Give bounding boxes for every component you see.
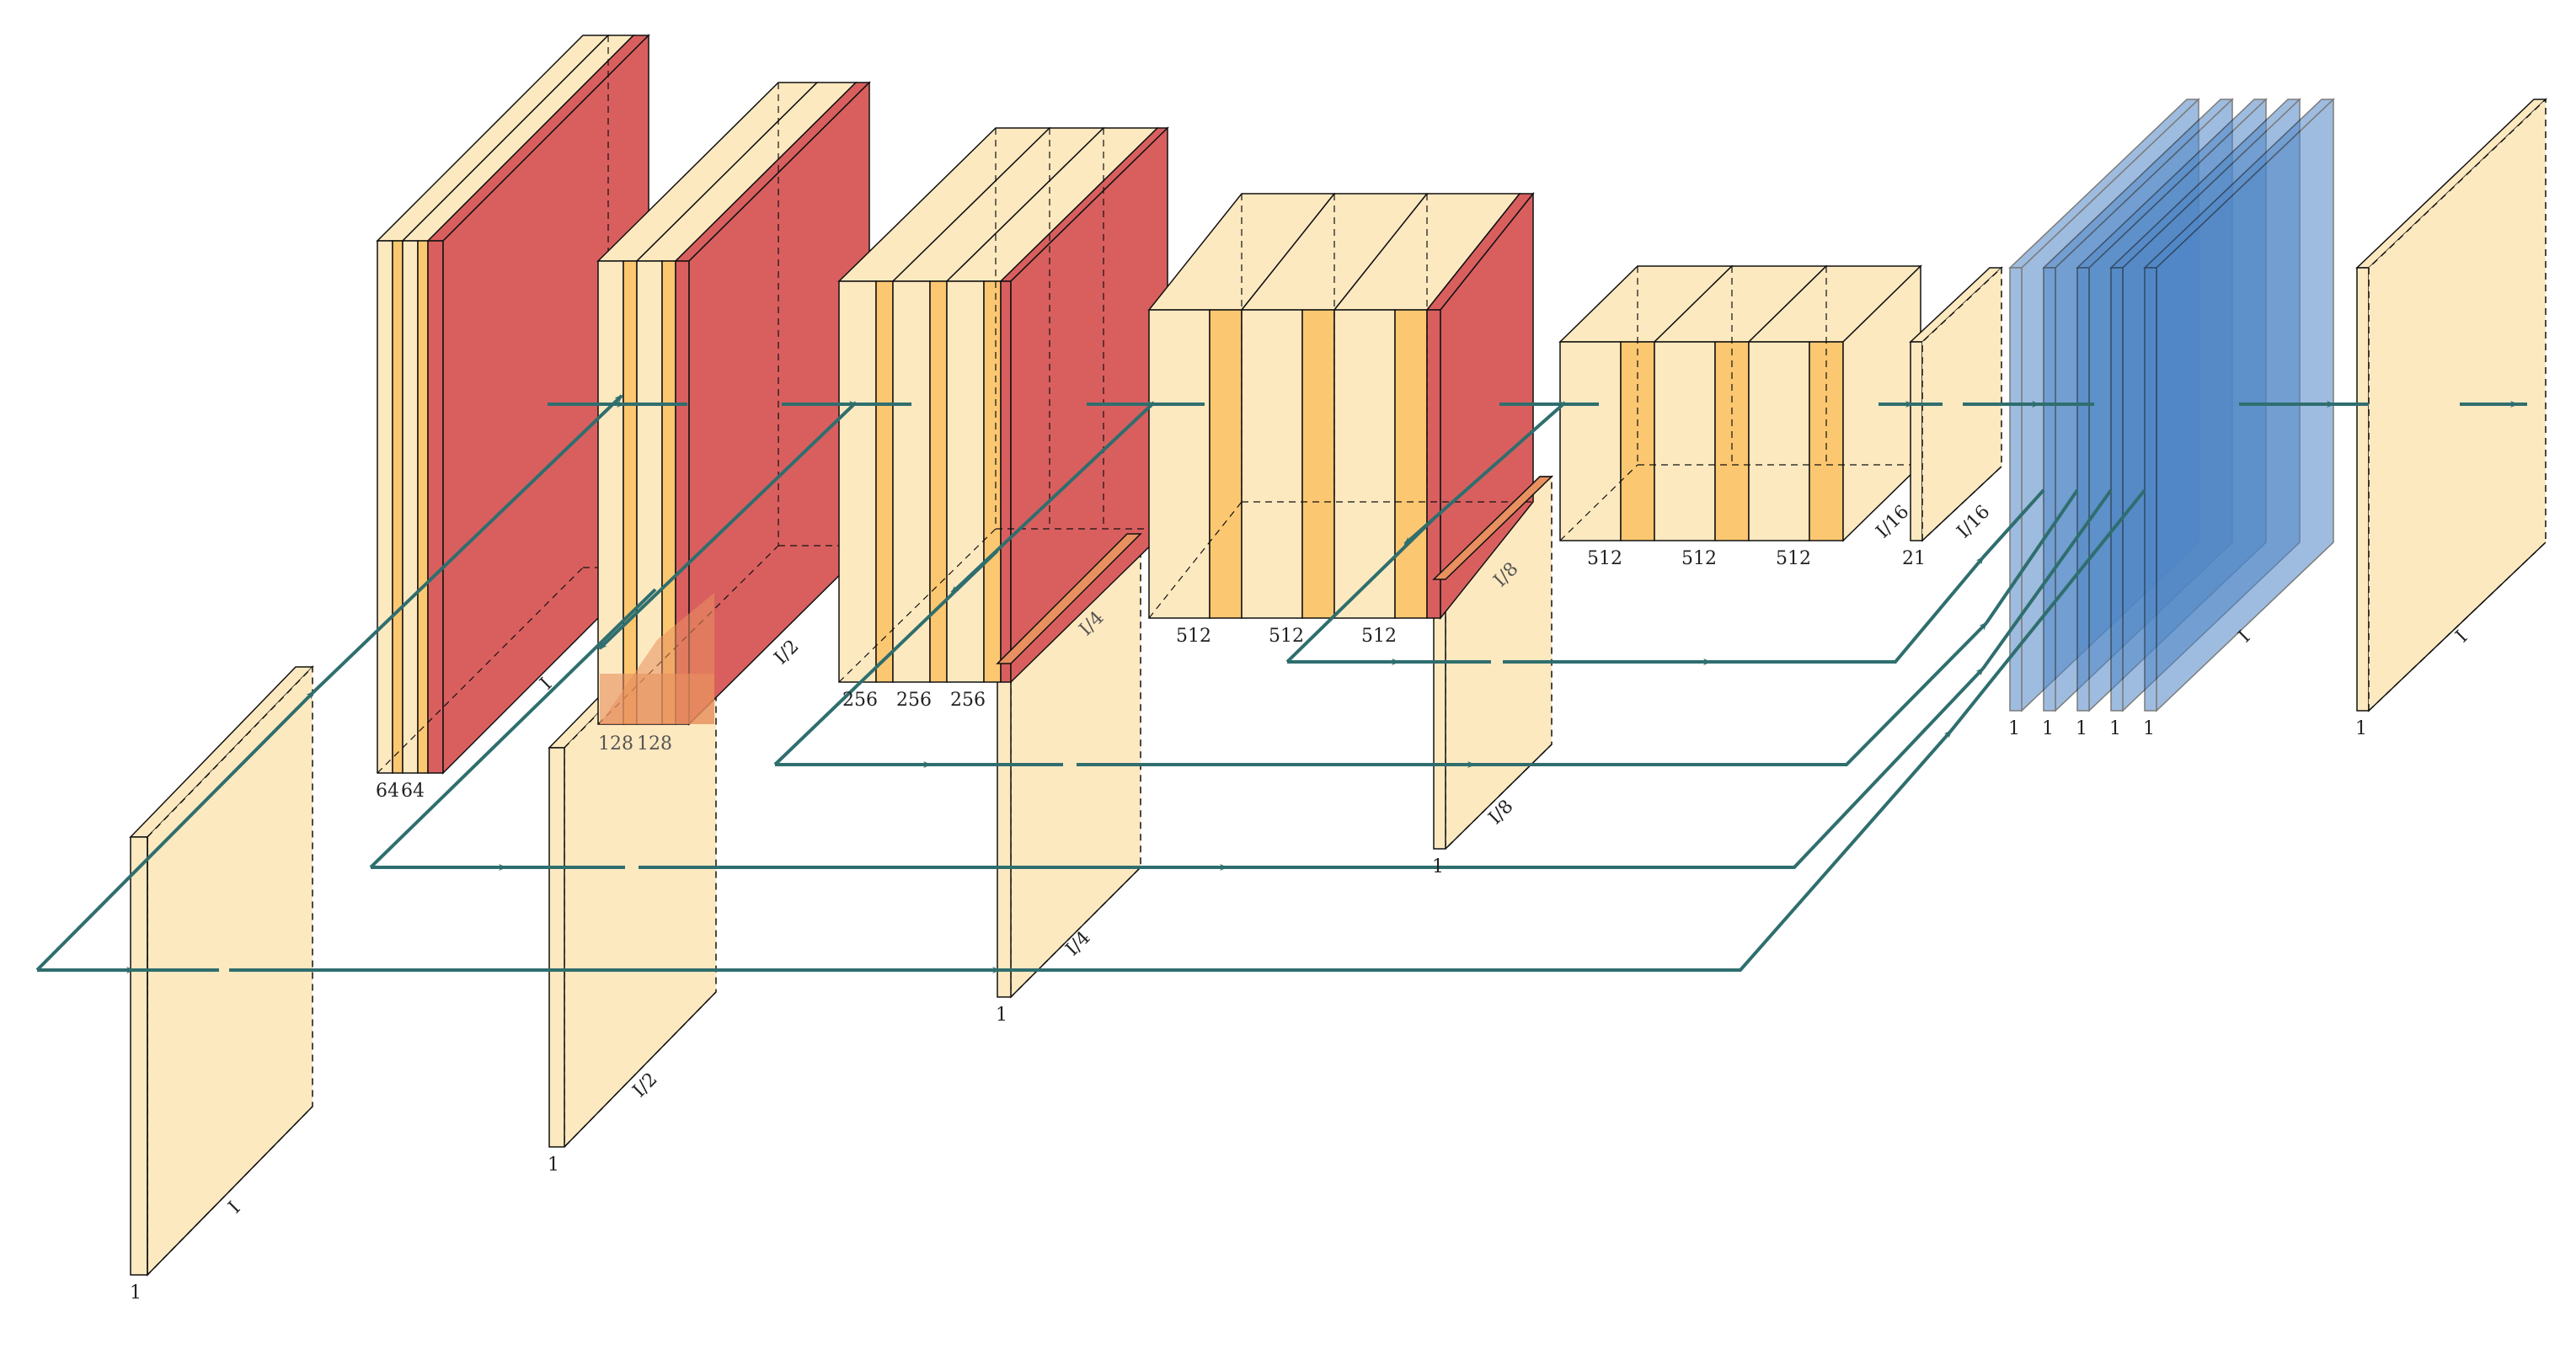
upsample-channel-label-2: 1 bbox=[2076, 718, 2087, 739]
conv1-channel-label-0: 64 bbox=[376, 781, 399, 802]
conv1-size-label: I bbox=[537, 674, 557, 694]
arrow-pool3-to-fuse bbox=[1710, 556, 1985, 664]
conv4-channel-label-2: 512 bbox=[1361, 626, 1397, 647]
upsample-channel-label-0: 1 bbox=[2008, 718, 2020, 739]
output-size-label: I bbox=[2452, 627, 2472, 647]
output-layer bbox=[2355, 98, 2547, 712]
score-21-layer bbox=[1909, 266, 2003, 542]
score-pool2-channel-label: 1 bbox=[996, 1005, 1007, 1026]
upsample-channel-label-3: 1 bbox=[2109, 718, 2121, 739]
score-size-label: I/16 bbox=[1953, 501, 1995, 542]
conv2-block bbox=[596, 81, 871, 726]
conv5-channel-label-0: 512 bbox=[1587, 548, 1622, 569]
arrow-pool1-to-fuse bbox=[1227, 667, 1985, 869]
conv1-channel-label-1: 64 bbox=[401, 781, 425, 802]
conv5-channel-label-2: 512 bbox=[1776, 548, 1811, 569]
conv3-channel-label-2: 256 bbox=[950, 690, 986, 711]
conv2-channel-label-0: 128 bbox=[598, 733, 633, 754]
conv3-channel-label-0: 256 bbox=[842, 690, 878, 711]
arrow-input-to-fuse bbox=[999, 729, 1953, 972]
conv2-size-label: I/2 bbox=[771, 636, 804, 669]
score-input-channel-label: 1 bbox=[130, 1282, 142, 1304]
upsample-size-label: I bbox=[2235, 627, 2255, 647]
conv4-channel-label-1: 512 bbox=[1269, 626, 1304, 647]
flow-arrows bbox=[35, 394, 2527, 973]
conv1-block bbox=[376, 34, 650, 775]
upsample-channel-label-4: 1 bbox=[2143, 718, 2155, 739]
arrow-pool1-branch bbox=[369, 588, 657, 869]
pool1-score-slab bbox=[600, 593, 714, 724]
arrow-input-branch-diagonal bbox=[35, 690, 315, 972]
conv5-channel-label-1: 512 bbox=[1681, 548, 1717, 569]
arrow-pool2-to-fuse bbox=[1474, 621, 1988, 766]
conv5-size-label: I/16 bbox=[1873, 501, 1914, 542]
score-pool3-channel-label: 1 bbox=[1432, 856, 1444, 877]
conv5-block bbox=[1558, 264, 1922, 542]
conv4-channel-label-0: 512 bbox=[1176, 626, 1211, 647]
conv2-channel-label-1: 128 bbox=[637, 733, 672, 754]
output-channel-label: 1 bbox=[2355, 718, 2367, 739]
score-pool1-channel-label: 1 bbox=[548, 1154, 559, 1176]
pool3-score-slab bbox=[1432, 476, 1553, 580]
conv3-channel-label-1: 256 bbox=[896, 690, 932, 711]
upsample-channel-label-1: 1 bbox=[2042, 718, 2054, 739]
conv4-block bbox=[1147, 191, 1535, 621]
score-input-size-label: I bbox=[225, 1197, 245, 1218]
pool2-score-slab bbox=[996, 533, 1142, 664]
score-channel-label: 21 bbox=[1902, 548, 1926, 569]
